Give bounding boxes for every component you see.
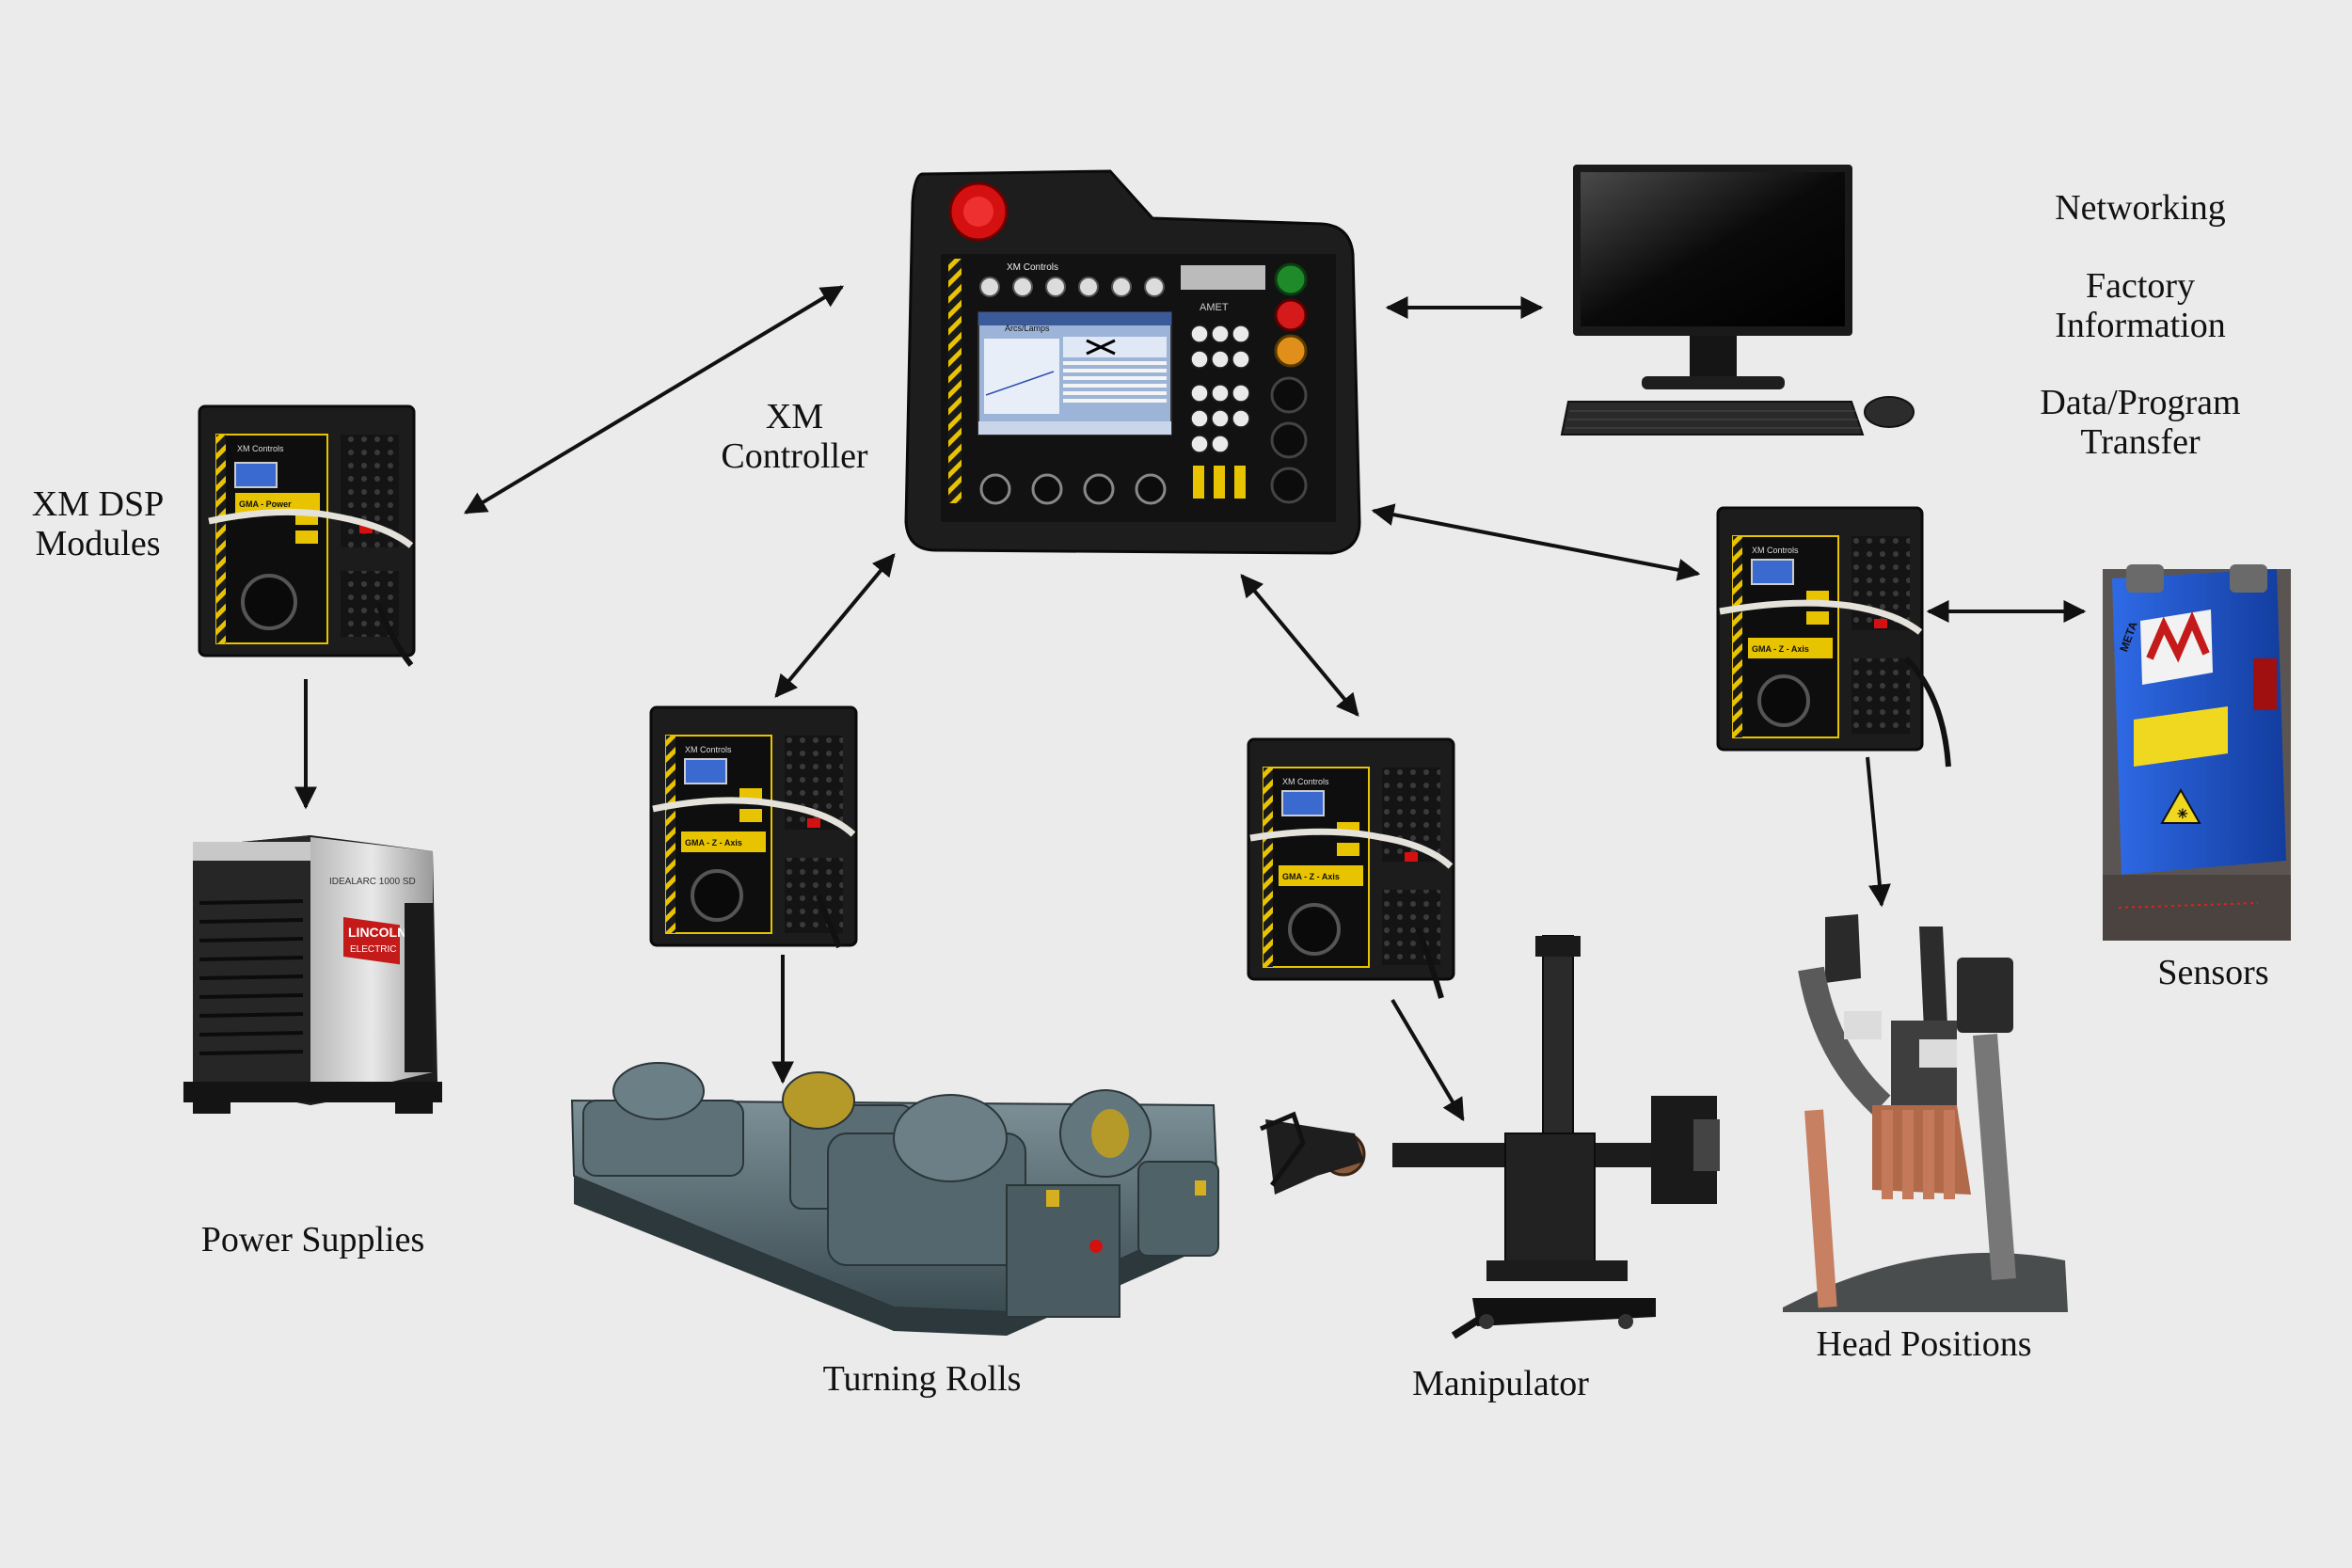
module-manipulator-label: GMA - Z - Axis [1282,872,1340,881]
svg-text:✳: ✳ [2177,806,2188,821]
dsp-module-manipulator: XM Controls GMA - Z - Axis [1247,737,1455,999]
arrow-controller-manipulator-module [1240,574,1359,717]
controller-mode: AMET [1200,302,1229,313]
label-turning-rolls: Turning Rolls [822,1359,1022,1399]
xm-controller-device: XM Controls Arcs/Lamps AMET [904,169,1361,555]
label-factory-information: Factory Information [2055,266,2226,345]
dsp-module-sensor: XM Controls GMA - Z - Axis [1716,506,1951,768]
power-supply-brand-line2: ELECTRIC [350,944,396,955]
svg-text:XM Controls: XM Controls [237,444,284,453]
svg-text:XM Controls: XM Controls [1752,546,1799,555]
turning-rolls-device [570,1062,1220,1336]
computer-icon [1560,165,1915,436]
connection-arrows [294,285,2087,1122]
label-data-program-transfer: Data/Program Transfer [2040,383,2241,462]
arrow-controller-dsp-modules [463,285,845,515]
controller-screen-title: Arcs/Lamps [1005,324,1050,333]
label-xm-controller: XM Controller [721,397,868,476]
power-supply-model: IDEALARC 1000 SD [329,877,416,887]
module-sensor-label: GMA - Z - Axis [1752,644,1809,654]
dsp-module-rolls: XM Controls GMA - Z - Axis [649,705,858,949]
arrow-module-head-positions [1866,756,1891,908]
label-power-supplies: Power Supplies [200,1220,425,1259]
module-left-label: GMA - Power [239,499,292,509]
power-supply-brand-line1: LINCOLN [348,925,406,940]
label-networking: Networking [2055,188,2226,228]
warning-icon [2160,787,2201,824]
label-sensors: Sensors [2157,953,2269,992]
module-rolls-label: GMA - Z - Axis [685,838,742,847]
arrow-module-manipulator [1391,998,1465,1122]
arrow-controller-sensor-module [1371,503,1701,581]
arrow-controller-rolls-module [774,553,896,698]
power-supply-device: LINCOLN ELECTRIC IDEALARC 1000 SD [183,835,442,1114]
controller-brand: XM Controls [1007,262,1058,273]
label-head-positions: Head Positions [1816,1324,2032,1364]
svg-text:XM Controls: XM Controls [685,745,732,754]
svg-text:XM Controls: XM Controls [1282,777,1329,786]
manipulator-device [1260,935,1720,1339]
label-manipulator: Manipulator [1412,1364,1589,1403]
head-positions-device [1783,914,2068,1312]
sensor-device: META ✳ [2103,564,2291,941]
label-xm-dsp-modules: XM DSP Modules [31,484,165,563]
dsp-module-left: XM Controls GMA - Power [198,404,416,667]
